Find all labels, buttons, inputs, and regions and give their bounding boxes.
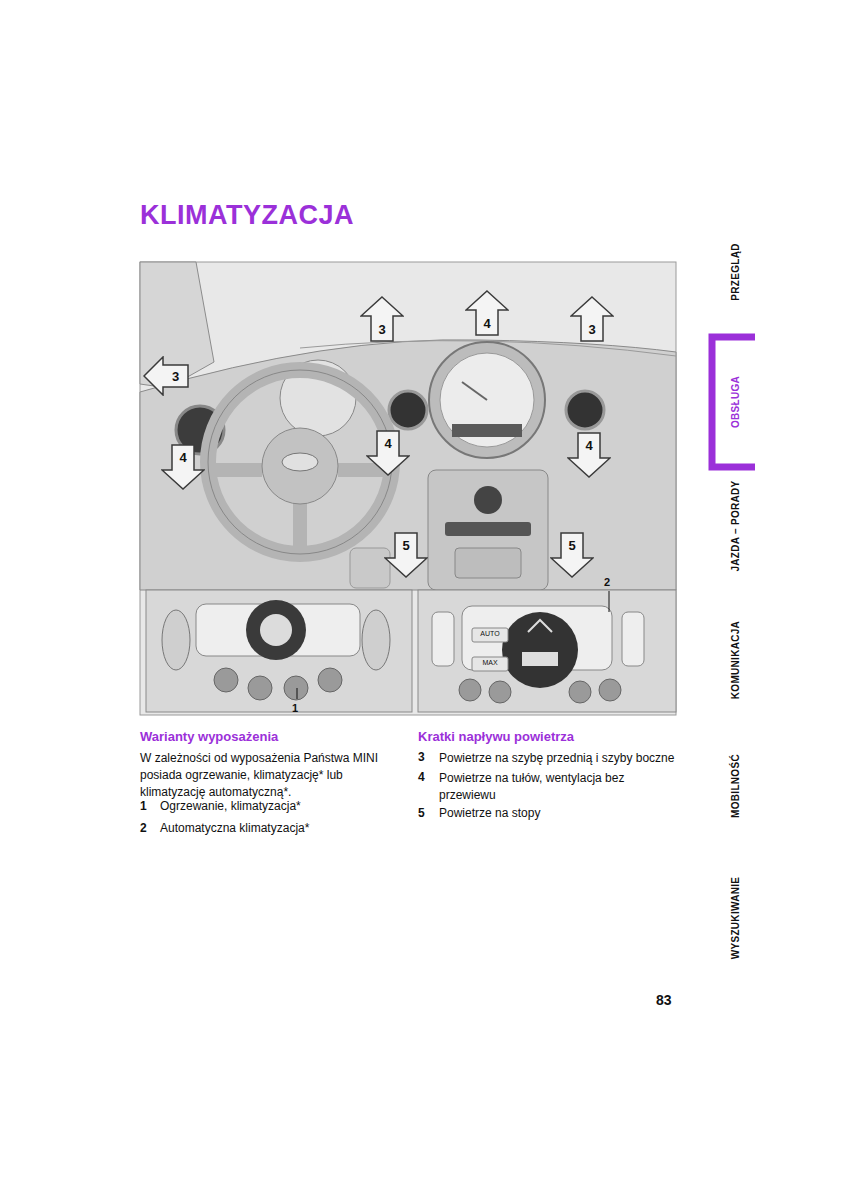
section-tab: OBSŁUGA (730, 376, 741, 428)
page-number: 83 (656, 992, 672, 1008)
body-text: W zależności od wyposażenia Państwa MINI… (140, 750, 398, 801)
list-text: Powietrze na stopy (439, 806, 684, 820)
callout-number: 3 (163, 365, 188, 387)
arrow-callout: 3 (360, 296, 404, 342)
list-number: 4 (418, 770, 425, 784)
callout-number: 5 (561, 533, 583, 557)
arrow-callout: 3 (570, 296, 614, 342)
section-tab: KOMUNIKACJA (730, 621, 741, 699)
section-heading: Kratki napływu powietrza (418, 729, 574, 744)
list-number: 1 (140, 799, 147, 813)
arrow-callout: 4 (161, 444, 205, 490)
callout-number: 5 (395, 533, 417, 557)
list-number: 2 (140, 821, 147, 835)
section-tab: MOBILNOŚĆ (730, 754, 741, 818)
callout-number: 3 (371, 317, 393, 341)
callout-number: 2 (604, 576, 610, 588)
callout-number: 3 (581, 317, 603, 341)
section-tab: WYSZUKIWANIE (730, 877, 741, 960)
arrow-callout: 4 (366, 430, 410, 476)
callout-number: 4 (377, 431, 399, 455)
section-heading: Warianty wyposażenia (140, 729, 278, 744)
arrow-callout: 5 (550, 532, 594, 578)
list-number: 5 (418, 806, 425, 820)
callout-number: 1 (292, 702, 298, 714)
arrow-callout: 4 (567, 432, 611, 478)
list-number: 3 (418, 750, 425, 764)
arrow-callout: 3 (143, 356, 189, 396)
page-title: KLIMATYZACJA (140, 200, 354, 231)
arrow-callout: 5 (384, 532, 428, 578)
callout-number: 4 (578, 433, 600, 457)
button-label: MAX (473, 659, 507, 666)
list-text: Powietrze na tułów, wentylacja bez przew… (439, 770, 684, 804)
section-tab: PRZEGLĄD (730, 243, 741, 300)
section-tab: JAZDA – PORADY (730, 480, 741, 571)
list-text: Ogrzewanie, klimatyzacja* (160, 799, 400, 813)
arrow-shape (143, 356, 189, 396)
arrow-callout: 4 (465, 290, 509, 336)
callout-number: 4 (172, 445, 194, 469)
callout-number: 4 (476, 311, 498, 335)
list-text: Powietrze na szybę przednią i szyby bocz… (439, 750, 684, 767)
button-label: AUTO (473, 630, 507, 637)
list-text: Automatyczna klimatyzacja* (160, 821, 400, 835)
